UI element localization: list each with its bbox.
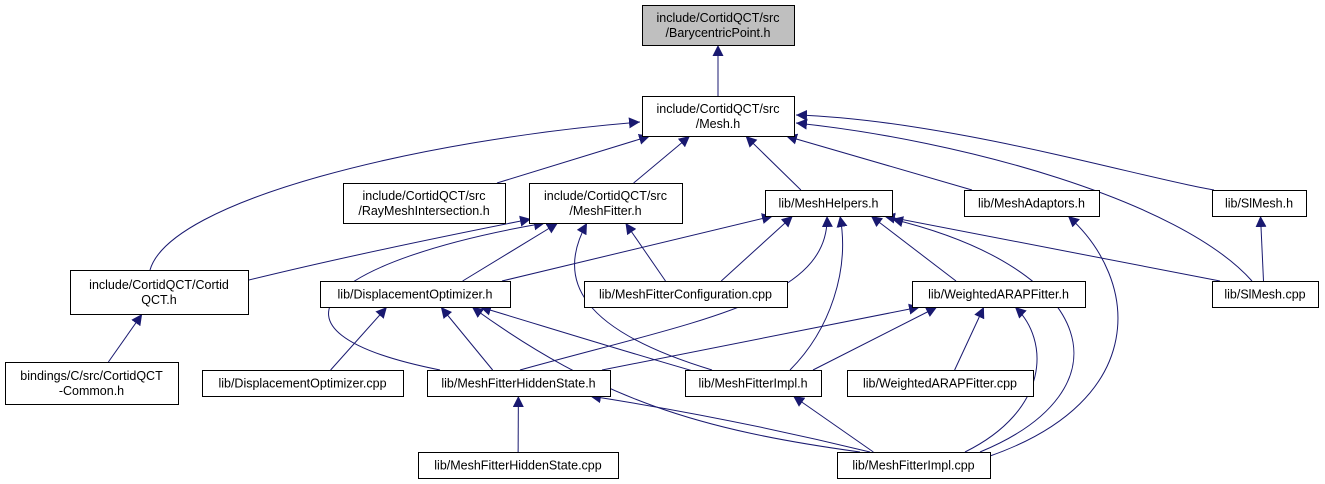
edge-mfimpl-h-to-meshhelpers <box>789 215 848 371</box>
edge-mfhidden-h-to-dispopt-h <box>440 306 494 371</box>
node-box <box>529 183 683 224</box>
node-meshhelpers[interactable]: lib/MeshHelpers.h <box>765 190 893 217</box>
node-box <box>70 270 249 315</box>
node-label: lib/DisplacementOptimizer.cpp <box>218 377 386 391</box>
edge-meshhelpers-to-mesh <box>745 135 802 191</box>
node-mfhidden-cpp[interactable]: lib/MeshFitterHiddenState.cpp <box>418 452 619 479</box>
edge-mfimpl-cpp-to-meshhelpers <box>891 216 1075 453</box>
node-box <box>427 370 611 397</box>
edge-slmesh-cpp-to-meshhelpers <box>883 212 1221 282</box>
node-dispopt-h[interactable]: lib/DisplacementOptimizer.h <box>320 281 511 308</box>
edge-mfimpl-h-to-dispopt-h <box>479 304 701 374</box>
edge-warap-h-to-meshhelpers <box>870 215 957 282</box>
node-label: include/CortidQCT/src <box>657 11 780 25</box>
node-slmesh-h[interactable]: lib/SlMesh.h <box>1212 190 1307 217</box>
node-raymesh[interactable]: include/CortidQCT/src/RayMeshIntersectio… <box>343 183 506 224</box>
node-label: lib/MeshFitterConfiguration.cpp <box>599 288 772 302</box>
node-label: lib/MeshFitterHiddenState.cpp <box>434 459 601 473</box>
node-label: lib/WeightedARAPFitter.cpp <box>863 377 1017 391</box>
node-label: bindings/C/src/CortidQCT <box>20 369 163 383</box>
edge-meshfitter-to-mesh <box>633 135 691 184</box>
node-label: lib/WeightedARAPFitter.h <box>928 288 1069 302</box>
edge-mfconfig-cpp-to-meshfitter <box>625 222 666 282</box>
edge-slmesh-cpp-to-slmesh-h <box>1255 215 1267 282</box>
node-mesh[interactable]: include/CortidQCT/src/Mesh.h <box>642 96 795 137</box>
node-label: lib/MeshFitterImpl.cpp <box>852 459 974 473</box>
node-box <box>642 5 795 46</box>
node-bindings[interactable]: bindings/C/src/CortidQCT-Common.h <box>5 362 179 405</box>
edge-cortidqct-h-to-meshfitter <box>244 215 532 282</box>
node-label: /Mesh.h <box>696 117 741 131</box>
node-label: /RayMeshIntersection.h <box>358 204 489 218</box>
node-box <box>320 281 511 308</box>
node-label: lib/MeshHelpers.h <box>778 197 878 211</box>
node-box <box>202 370 404 397</box>
edge-dispopt-h-to-meshfitter <box>462 222 559 282</box>
node-label: -Common.h <box>59 384 124 398</box>
node-label: lib/MeshAdaptors.h <box>978 197 1085 211</box>
node-label: lib/MeshFitterImpl.h <box>698 377 807 391</box>
edge-mfimpl-cpp-to-mfhidden-h <box>589 392 871 453</box>
edge-warap-cpp-to-warap-h <box>954 306 985 371</box>
node-label: lib/DisplacementOptimizer.h <box>338 288 493 302</box>
node-barycentric[interactable]: include/CortidQCT/src/BarycentricPoint.h <box>642 5 795 46</box>
edge-mfimpl-cpp-to-meshadaptors <box>989 215 1119 457</box>
node-slmesh-cpp[interactable]: lib/SlMesh.cpp <box>1212 281 1319 308</box>
node-box <box>964 190 1100 217</box>
node-label: include/CortidQCT/src <box>657 102 780 116</box>
edge-mfconfig-cpp-to-meshhelpers <box>720 215 794 282</box>
node-mfimpl-cpp[interactable]: lib/MeshFitterImpl.cpp <box>837 452 991 479</box>
edge-bindings-to-cortidqct-h <box>107 313 143 363</box>
node-label: /MeshFitter.h <box>569 204 641 218</box>
node-box <box>912 281 1086 308</box>
edge-dispopt-cpp-to-dispopt-h <box>330 306 388 371</box>
node-box <box>584 281 788 308</box>
node-label: /BarycentricPoint.h <box>666 26 771 40</box>
edge-dispopt-h-to-meshhelpers <box>501 213 774 282</box>
node-label: include/CortidQCT/src <box>363 189 486 203</box>
node-box <box>642 96 795 137</box>
node-warap-cpp[interactable]: lib/WeightedARAPFitter.cpp <box>847 370 1034 397</box>
edge-raymesh-to-mesh <box>496 133 651 184</box>
node-box <box>5 362 179 405</box>
edge-slmesh-cpp-to-mesh <box>795 118 1253 282</box>
node-box <box>343 183 506 224</box>
node-label: lib/SlMesh.cpp <box>1224 288 1305 302</box>
node-mfconfig-cpp[interactable]: lib/MeshFitterConfiguration.cpp <box>584 281 788 308</box>
node-mfimpl-h[interactable]: lib/MeshFitterImpl.h <box>685 370 822 397</box>
node-box <box>1212 281 1319 308</box>
node-label: include/CortidQCT/Cortid <box>89 278 229 292</box>
node-box <box>847 370 1034 397</box>
edge-mfimpl-cpp-to-mfimpl-h <box>792 395 874 453</box>
edge-mfhidden-h-to-warap-h <box>601 303 921 371</box>
edge-mfimpl-cpp-to-warap-h <box>964 306 1038 453</box>
node-label: QCT.h <box>141 293 176 307</box>
node-box <box>685 370 822 397</box>
edge-meshadaptors-to-mesh <box>785 133 973 191</box>
node-mfhidden-h[interactable]: lib/MeshFitterHiddenState.h <box>427 370 611 397</box>
node-dispopt-cpp[interactable]: lib/DisplacementOptimizer.cpp <box>202 370 404 397</box>
node-label: lib/SlMesh.h <box>1225 197 1293 211</box>
node-meshadaptors[interactable]: lib/MeshAdaptors.h <box>964 190 1100 217</box>
node-box <box>765 190 893 217</box>
node-box <box>1212 190 1307 217</box>
node-box <box>418 452 619 479</box>
node-label: include/CortidQCT/src <box>544 189 667 203</box>
nodes-layer: include/CortidQCT/src/BarycentricPoint.h… <box>5 5 1319 479</box>
node-warap-h[interactable]: lib/WeightedARAPFitter.h <box>912 281 1086 308</box>
edge-slmesh-h-to-mesh <box>795 109 1215 191</box>
node-label: lib/MeshFitterHiddenState.h <box>441 377 595 391</box>
edge-mfimpl-cpp-to-dispopt-h <box>471 306 861 453</box>
edge-mfimpl-h-to-warap-h <box>812 306 938 371</box>
node-cortidqct-h[interactable]: include/CortidQCT/CortidQCT.h <box>70 270 249 315</box>
edge-cortidqct-h-to-mesh <box>149 117 641 271</box>
node-meshfitter[interactable]: include/CortidQCT/src/MeshFitter.h <box>529 183 683 224</box>
node-box <box>837 452 991 479</box>
